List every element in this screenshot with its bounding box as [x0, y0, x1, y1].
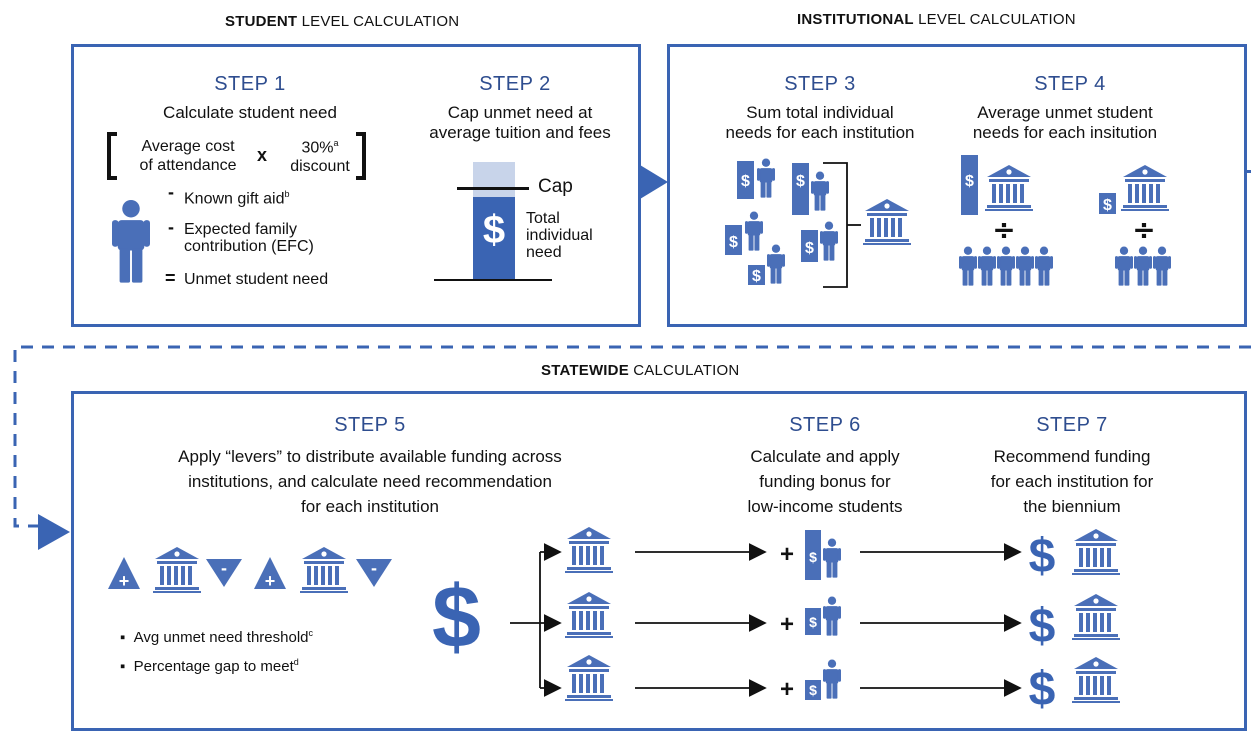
arrow-icon — [38, 514, 70, 550]
step6-title: STEP 6 — [789, 414, 861, 436]
total-need-bar — [473, 197, 515, 280]
recommended-funding-icons: $ $ $ — [1029, 520, 1130, 716]
svg-text:$: $ — [1029, 600, 1056, 653]
low-income-bonus-icons: + + + $ $ $ — [780, 530, 855, 703]
student-level-header: STUDENT LEVEL CALCULATION — [225, 13, 460, 30]
statewide-box — [71, 391, 1247, 731]
step4-title: STEP 4 — [1034, 73, 1106, 95]
minus-operator-1: - — [168, 182, 174, 202]
institution-icons-column — [563, 522, 615, 707]
distribution-flow — [510, 543, 1022, 697]
svg-text:$: $ — [752, 268, 761, 285]
unmet-student-need-label: Unmet student need — [184, 271, 329, 288]
base-line — [434, 279, 552, 281]
step2-title: STEP 2 — [479, 73, 551, 95]
svg-text:+: + — [265, 571, 276, 591]
svg-text:$: $ — [809, 614, 817, 630]
svg-text:÷: ÷ — [1132, 213, 1155, 246]
minus-operator-2: - — [168, 217, 174, 237]
step7-title: STEP 7 — [1036, 414, 1108, 436]
right-bracket — [356, 132, 366, 180]
svg-text:$: $ — [729, 234, 738, 251]
step5-description: Apply “levers” to distribute available f… — [178, 447, 562, 516]
svg-text:+: + — [780, 611, 794, 638]
svg-text:-: - — [221, 558, 227, 578]
svg-text:$: $ — [1103, 197, 1112, 214]
svg-text:$: $ — [796, 173, 805, 190]
dashed-connector — [13, 345, 1251, 528]
funding-dollar-icon: $ — [432, 567, 481, 666]
cap-label: Cap — [538, 176, 573, 197]
svg-text:$: $ — [1029, 663, 1056, 716]
dollar-icon: $ — [482, 208, 506, 252]
svg-text:$: $ — [741, 173, 750, 190]
left-bracket — [107, 132, 117, 180]
step1-description: Calculate student need — [163, 103, 337, 122]
svg-text:$: $ — [809, 682, 817, 698]
svg-text:+: + — [119, 571, 130, 591]
individual-needs-icon-cluster: $ $ $ $ $ — [725, 155, 915, 288]
person-icon — [112, 195, 150, 287]
step1-title: STEP 1 — [214, 73, 286, 95]
svg-text:$: $ — [809, 549, 817, 565]
average-needs-icon-cluster: $ $ ÷ ÷ — [955, 155, 1175, 293]
cap-line — [457, 187, 529, 190]
bullet-avg-unmet-need-threshold: ▪ Avg unmet need thresholdc — [120, 628, 313, 646]
svg-text:+: + — [780, 676, 794, 703]
svg-text:÷: ÷ — [992, 213, 1015, 246]
arrow-icon — [640, 165, 668, 199]
svg-text:+: + — [780, 541, 794, 568]
statewide-header: STATEWIDE CALCULATION — [541, 362, 740, 379]
times-operator: x — [257, 145, 268, 165]
bullet-percentage-gap-to-meet: ▪ Percentage gap to meetd — [120, 657, 299, 675]
svg-text:$: $ — [805, 240, 814, 257]
known-gift-aid-label: Known gift aidb — [184, 189, 290, 208]
svg-text:-: - — [371, 558, 377, 578]
svg-text:$: $ — [1029, 530, 1056, 583]
institutional-level-header: INSTITUTIONAL LEVEL CALCULATION — [797, 11, 1076, 28]
equals-operator: = — [165, 268, 176, 288]
step3-title: STEP 3 — [784, 73, 856, 95]
svg-text:$: $ — [965, 173, 974, 190]
levers-icon-group: + - + - — [108, 545, 392, 595]
connector-stub — [1246, 170, 1251, 173]
step5-title: STEP 5 — [334, 414, 406, 436]
